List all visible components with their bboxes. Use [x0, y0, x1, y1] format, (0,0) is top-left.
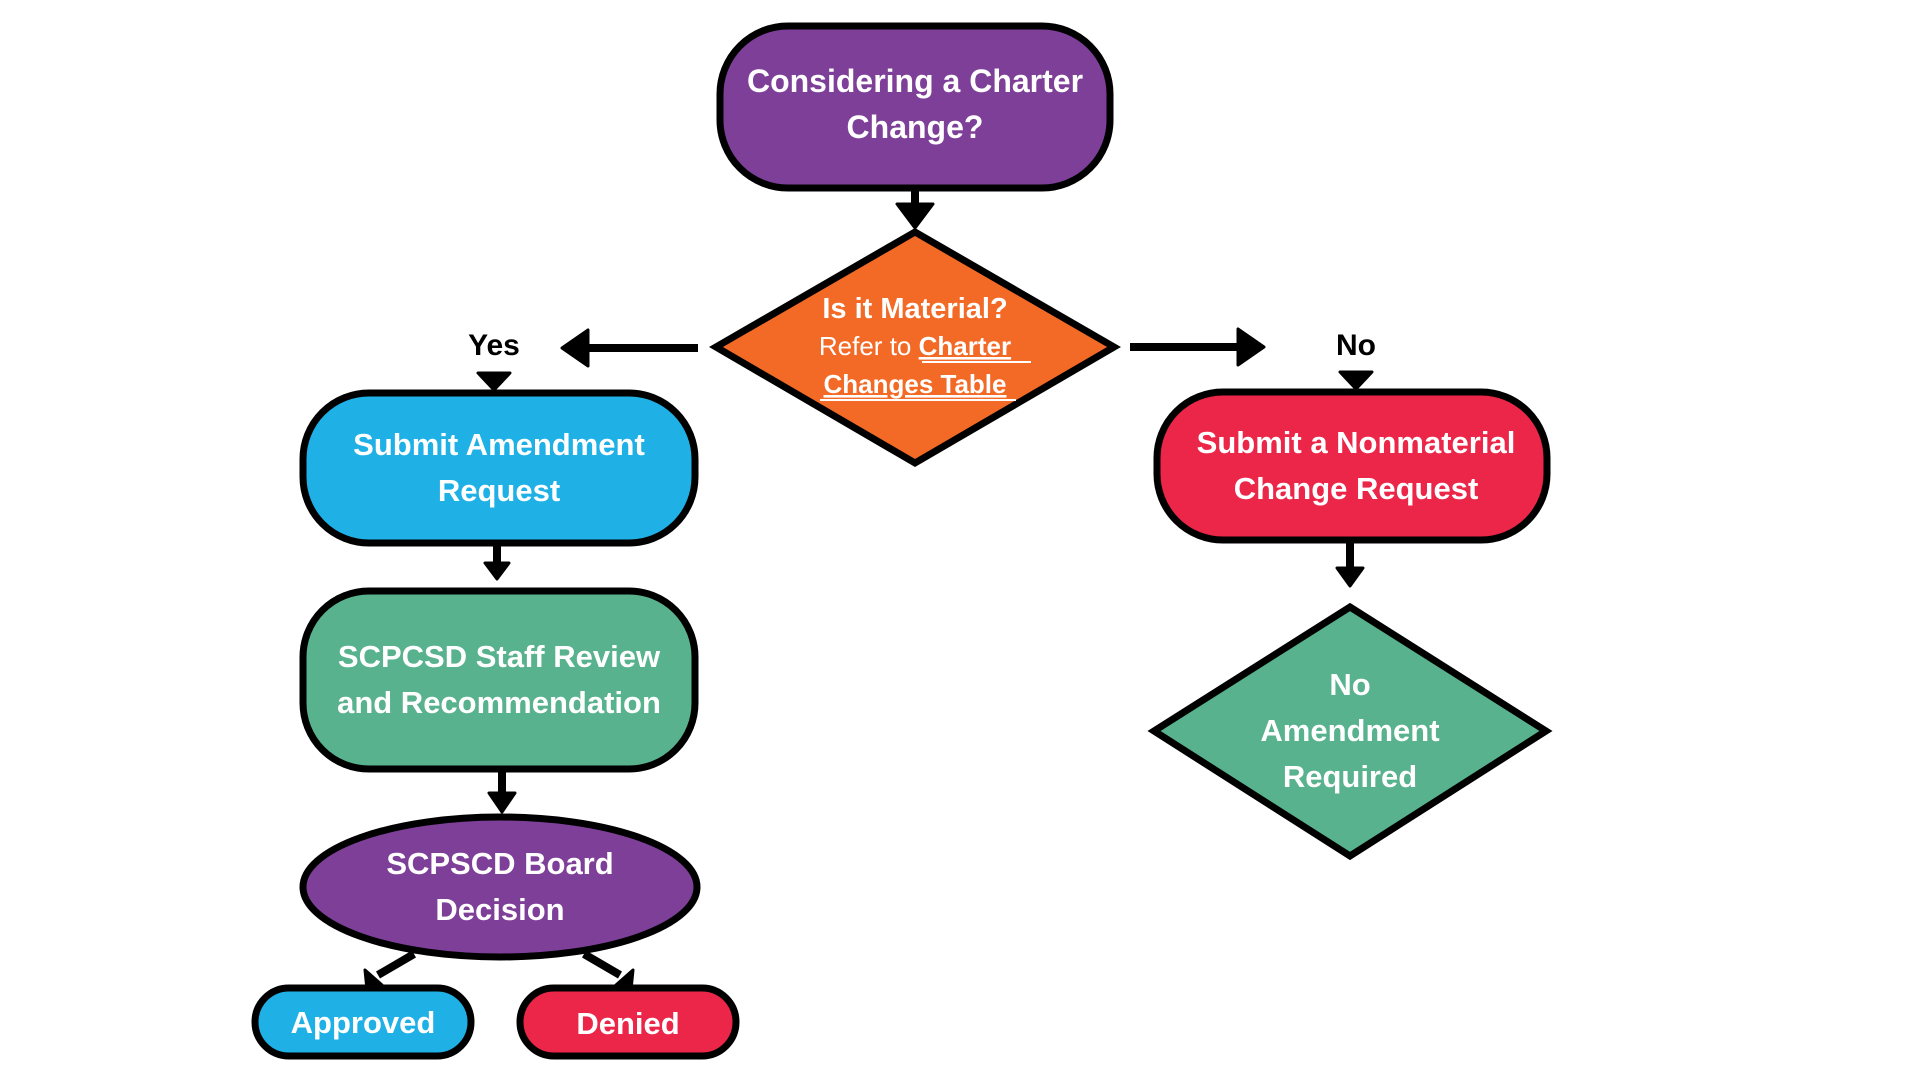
nonmaterial-request-line-1: Submit a Nonmaterial: [1197, 425, 1516, 460]
board-decision-node: SCPSCD Board Decision: [299, 813, 701, 961]
staff-review-line-1: SCPCSD Staff Review: [338, 639, 661, 674]
approved-label: Approved: [291, 1005, 436, 1040]
charter-changes-table-link-part-1[interactable]: Charter: [919, 331, 1011, 361]
nonmaterial-request-shape: [1153, 388, 1551, 544]
connector-staff-review-to-board: [487, 769, 517, 814]
no-down-arrowhead: [1338, 370, 1374, 391]
no-branch-label: No: [1336, 329, 1376, 362]
no-amendment-required-node: No Amendment Required: [1147, 602, 1553, 861]
staff-review-shape: [299, 587, 699, 773]
staff-review-line-2: and Recommendation: [337, 685, 661, 720]
approved-outcome-node: Approved: [251, 984, 475, 1060]
connector-amendment-to-staff-review: [483, 543, 511, 581]
denied-label: Denied: [576, 1006, 679, 1041]
decision-title: Is it Material?: [822, 293, 1007, 325]
no-amendment-line-2: Amendment: [1260, 713, 1439, 748]
start-node: Considering a Charter Change?: [716, 22, 1114, 192]
denied-outcome-node: Denied: [516, 984, 740, 1060]
decision-diamond-shape: [709, 227, 1121, 468]
charter-changes-table-link-part-2[interactable]: Changes Table: [823, 369, 1006, 399]
no-amendment-line-3: Required: [1283, 759, 1417, 794]
no-amendment-line-1: No: [1329, 667, 1370, 702]
start-node-line-1: Considering a Charter: [747, 63, 1083, 99]
no-branch-arrow: [1130, 327, 1266, 367]
materiality-decision-node: Is it Material? Refer to Charter Changes…: [709, 227, 1121, 468]
staff-review-node: SCPCSD Staff Review and Recommendation: [299, 587, 699, 773]
nonmaterial-request-line-2: Change Request: [1234, 471, 1479, 506]
board-decision-line-2: Decision: [435, 892, 564, 927]
nonmaterial-request-node: Submit a Nonmaterial Change Request: [1153, 388, 1551, 544]
board-decision-line-1: SCPSCD Board: [386, 846, 613, 881]
board-decision-shape: [299, 813, 701, 961]
connector-start-to-decision: [895, 188, 935, 230]
approved-shape: [251, 984, 475, 1060]
start-node-line-2: Change?: [847, 109, 984, 145]
amendment-request-line-1: Submit Amendment: [353, 427, 645, 462]
amendment-request-shape: [299, 389, 699, 547]
denied-shape: [516, 984, 740, 1060]
yes-branch-arrow: [560, 328, 698, 368]
no-amendment-diamond-shape: [1147, 602, 1553, 861]
amendment-request-node: Submit Amendment Request: [299, 389, 699, 547]
connector-nonmaterial-to-no-amendment: [1335, 540, 1365, 588]
decision-refer-prefix: Refer to: [819, 331, 919, 361]
start-node-shape: [716, 22, 1114, 192]
decision-refer-line: Refer to Charter: [819, 331, 1011, 361]
yes-down-arrowhead: [476, 371, 512, 392]
yes-branch-label: Yes: [468, 329, 520, 362]
amendment-request-line-2: Request: [438, 473, 560, 508]
